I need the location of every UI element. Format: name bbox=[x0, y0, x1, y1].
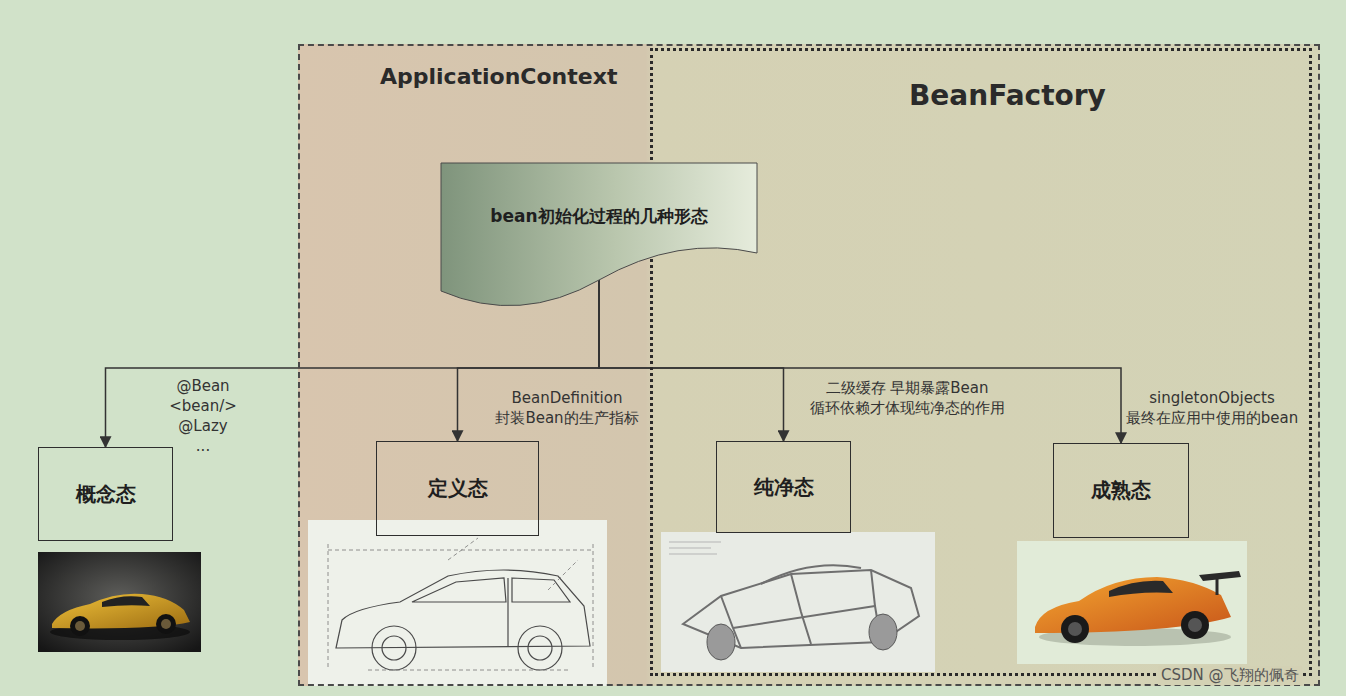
node-title: ApplicationContext bbox=[380, 64, 617, 89]
blueprint-sketch bbox=[308, 520, 607, 686]
node-title: 概念态 bbox=[76, 481, 136, 508]
document-shape: bean初始化过程的几种形态 bbox=[441, 163, 757, 295]
bean-factory-region: BeanFactory 纯净态 成熟态 bbox=[650, 48, 1312, 676]
node-title: 纯净态 bbox=[754, 474, 814, 501]
node-title: 定义态 bbox=[428, 475, 488, 502]
state-box: 纯净态 bbox=[716, 441, 851, 533]
edge-label: BeanDefinition 封装Bean的生产指标 bbox=[495, 388, 638, 428]
state-box: 定义态 bbox=[376, 441, 539, 536]
node-title: bean初始化过程的几种形态 bbox=[490, 205, 707, 228]
state-box: 成熟态 bbox=[1053, 443, 1189, 538]
state-box: 概念态 bbox=[38, 447, 173, 541]
application-context-region: ApplicationContextBeanFactory 纯净态 成熟态 bean初… bbox=[298, 44, 1320, 686]
watermark: CSDN @飞翔的佩奇 bbox=[1158, 666, 1302, 685]
connector-arrow bbox=[599, 280, 1121, 443]
region-tint bbox=[298, 44, 1320, 686]
document-outline bbox=[441, 163, 757, 295]
edge-label: @Bean <bean/> @Lazy ... bbox=[169, 376, 237, 456]
chassis-picture bbox=[661, 532, 935, 672]
edge-label: 二级缓存 早期暴露Bean 循环依赖才体现纯净态的作用 bbox=[810, 378, 1005, 418]
edge-label: singletonObjects 最终在应用中使用的bean bbox=[1126, 388, 1298, 428]
node-title: BeanFactory bbox=[909, 79, 1106, 112]
concept-car-picture bbox=[38, 552, 201, 652]
finished-car-picture bbox=[1017, 541, 1247, 664]
node-title: 成熟态 bbox=[1091, 477, 1151, 504]
